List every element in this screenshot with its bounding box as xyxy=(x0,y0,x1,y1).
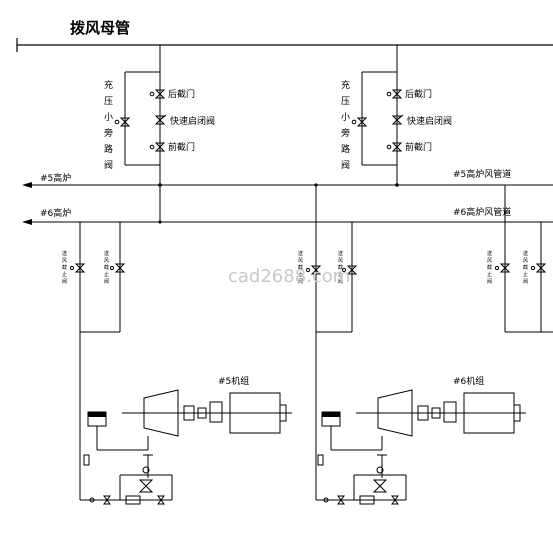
front-gate-valve-icon xyxy=(149,142,166,152)
left-bypass-label: 充压小旁路阀 xyxy=(104,79,113,171)
rear-gate-valve-icon xyxy=(386,89,403,99)
drop-valve-label: 送风截止阀 xyxy=(523,250,528,285)
diagram-title: 拨风母管 xyxy=(70,19,130,37)
small-vertical-labels: 送风截止阀 送风截止阀 送风截止阀 送风截止阀 送风截止阀 送风截止阀 xyxy=(62,250,528,285)
unit-right-label: #6机组 xyxy=(453,375,484,387)
blast-furnace-6-header: #6高炉 #6高炉风管道 xyxy=(22,206,553,225)
left-valve-branch: 充压小旁路阀 后截门 快速启闭阀 前截门 xyxy=(104,45,215,187)
left-arrow-top-label: #5高炉 xyxy=(40,172,71,184)
control-valve-icon xyxy=(138,479,154,493)
drop-valve-label: 送风截止阀 xyxy=(487,250,492,285)
right-valve-branch: 充压小旁路阀 后截门 快速启闭阀 前截门 xyxy=(341,45,452,187)
gate-valve-icon xyxy=(69,263,86,273)
compressor-icon xyxy=(143,389,179,437)
sensor-icon xyxy=(83,454,90,466)
right-unit-drops xyxy=(305,222,358,410)
bypass-valve-icon xyxy=(351,117,368,127)
far-right-drops xyxy=(494,222,553,333)
right-front-valve-label: 前截门 xyxy=(405,141,432,153)
compressor-icon xyxy=(377,389,413,437)
right-header-top-label: #5高炉风管道 xyxy=(453,168,511,180)
quick-open-valve-icon xyxy=(391,114,404,125)
right-header-bottom-label: #6高炉风管道 xyxy=(453,206,511,218)
watermark: cad2688.com xyxy=(228,266,350,287)
rear-gate-valve-icon xyxy=(149,89,166,99)
gate-valve-icon xyxy=(341,265,358,275)
main-header-pipe xyxy=(16,38,553,52)
drop-valve-label: 送风截止阀 xyxy=(62,250,67,285)
right-quick-valve-label: 快速启闭阀 xyxy=(407,115,452,127)
sensor-icon xyxy=(317,454,324,466)
gate-valve-icon xyxy=(530,263,547,273)
left-unit-drops xyxy=(69,222,126,410)
left-quick-valve-label: 快速启闭阀 xyxy=(170,115,215,127)
blast-furnace-5-header: #5高炉 #5高炉风管道 xyxy=(22,168,553,188)
front-gate-valve-icon xyxy=(386,142,403,152)
drop-valve-label: 送风截止阀 xyxy=(338,250,343,285)
right-rear-valve-label: 后截门 xyxy=(405,88,432,100)
bypass-valve-icon xyxy=(114,117,131,127)
gate-valve-icon xyxy=(109,263,126,273)
unit-left-label: #5机组 xyxy=(218,375,249,387)
drop-valve-label: 送风截止阀 xyxy=(298,250,303,285)
left-arrow-bottom-label: #6高炉 xyxy=(40,207,71,219)
left-front-valve-label: 前截门 xyxy=(168,141,195,153)
arrow-left-icon xyxy=(22,219,32,225)
gate-valve-icon xyxy=(305,265,322,275)
left-rear-valve-label: 后截门 xyxy=(168,88,195,100)
arrow-left-icon xyxy=(22,182,32,188)
control-valve-icon xyxy=(372,479,388,493)
drop-valve-label: 送风截止阀 xyxy=(104,250,109,285)
quick-open-valve-icon xyxy=(154,114,167,125)
unit-6-assembly: #6机组 xyxy=(315,375,526,505)
unit-5-assembly: #5机组 xyxy=(79,375,292,505)
gate-valve-icon xyxy=(494,263,511,273)
right-bypass-label: 充压小旁路阀 xyxy=(341,79,350,171)
